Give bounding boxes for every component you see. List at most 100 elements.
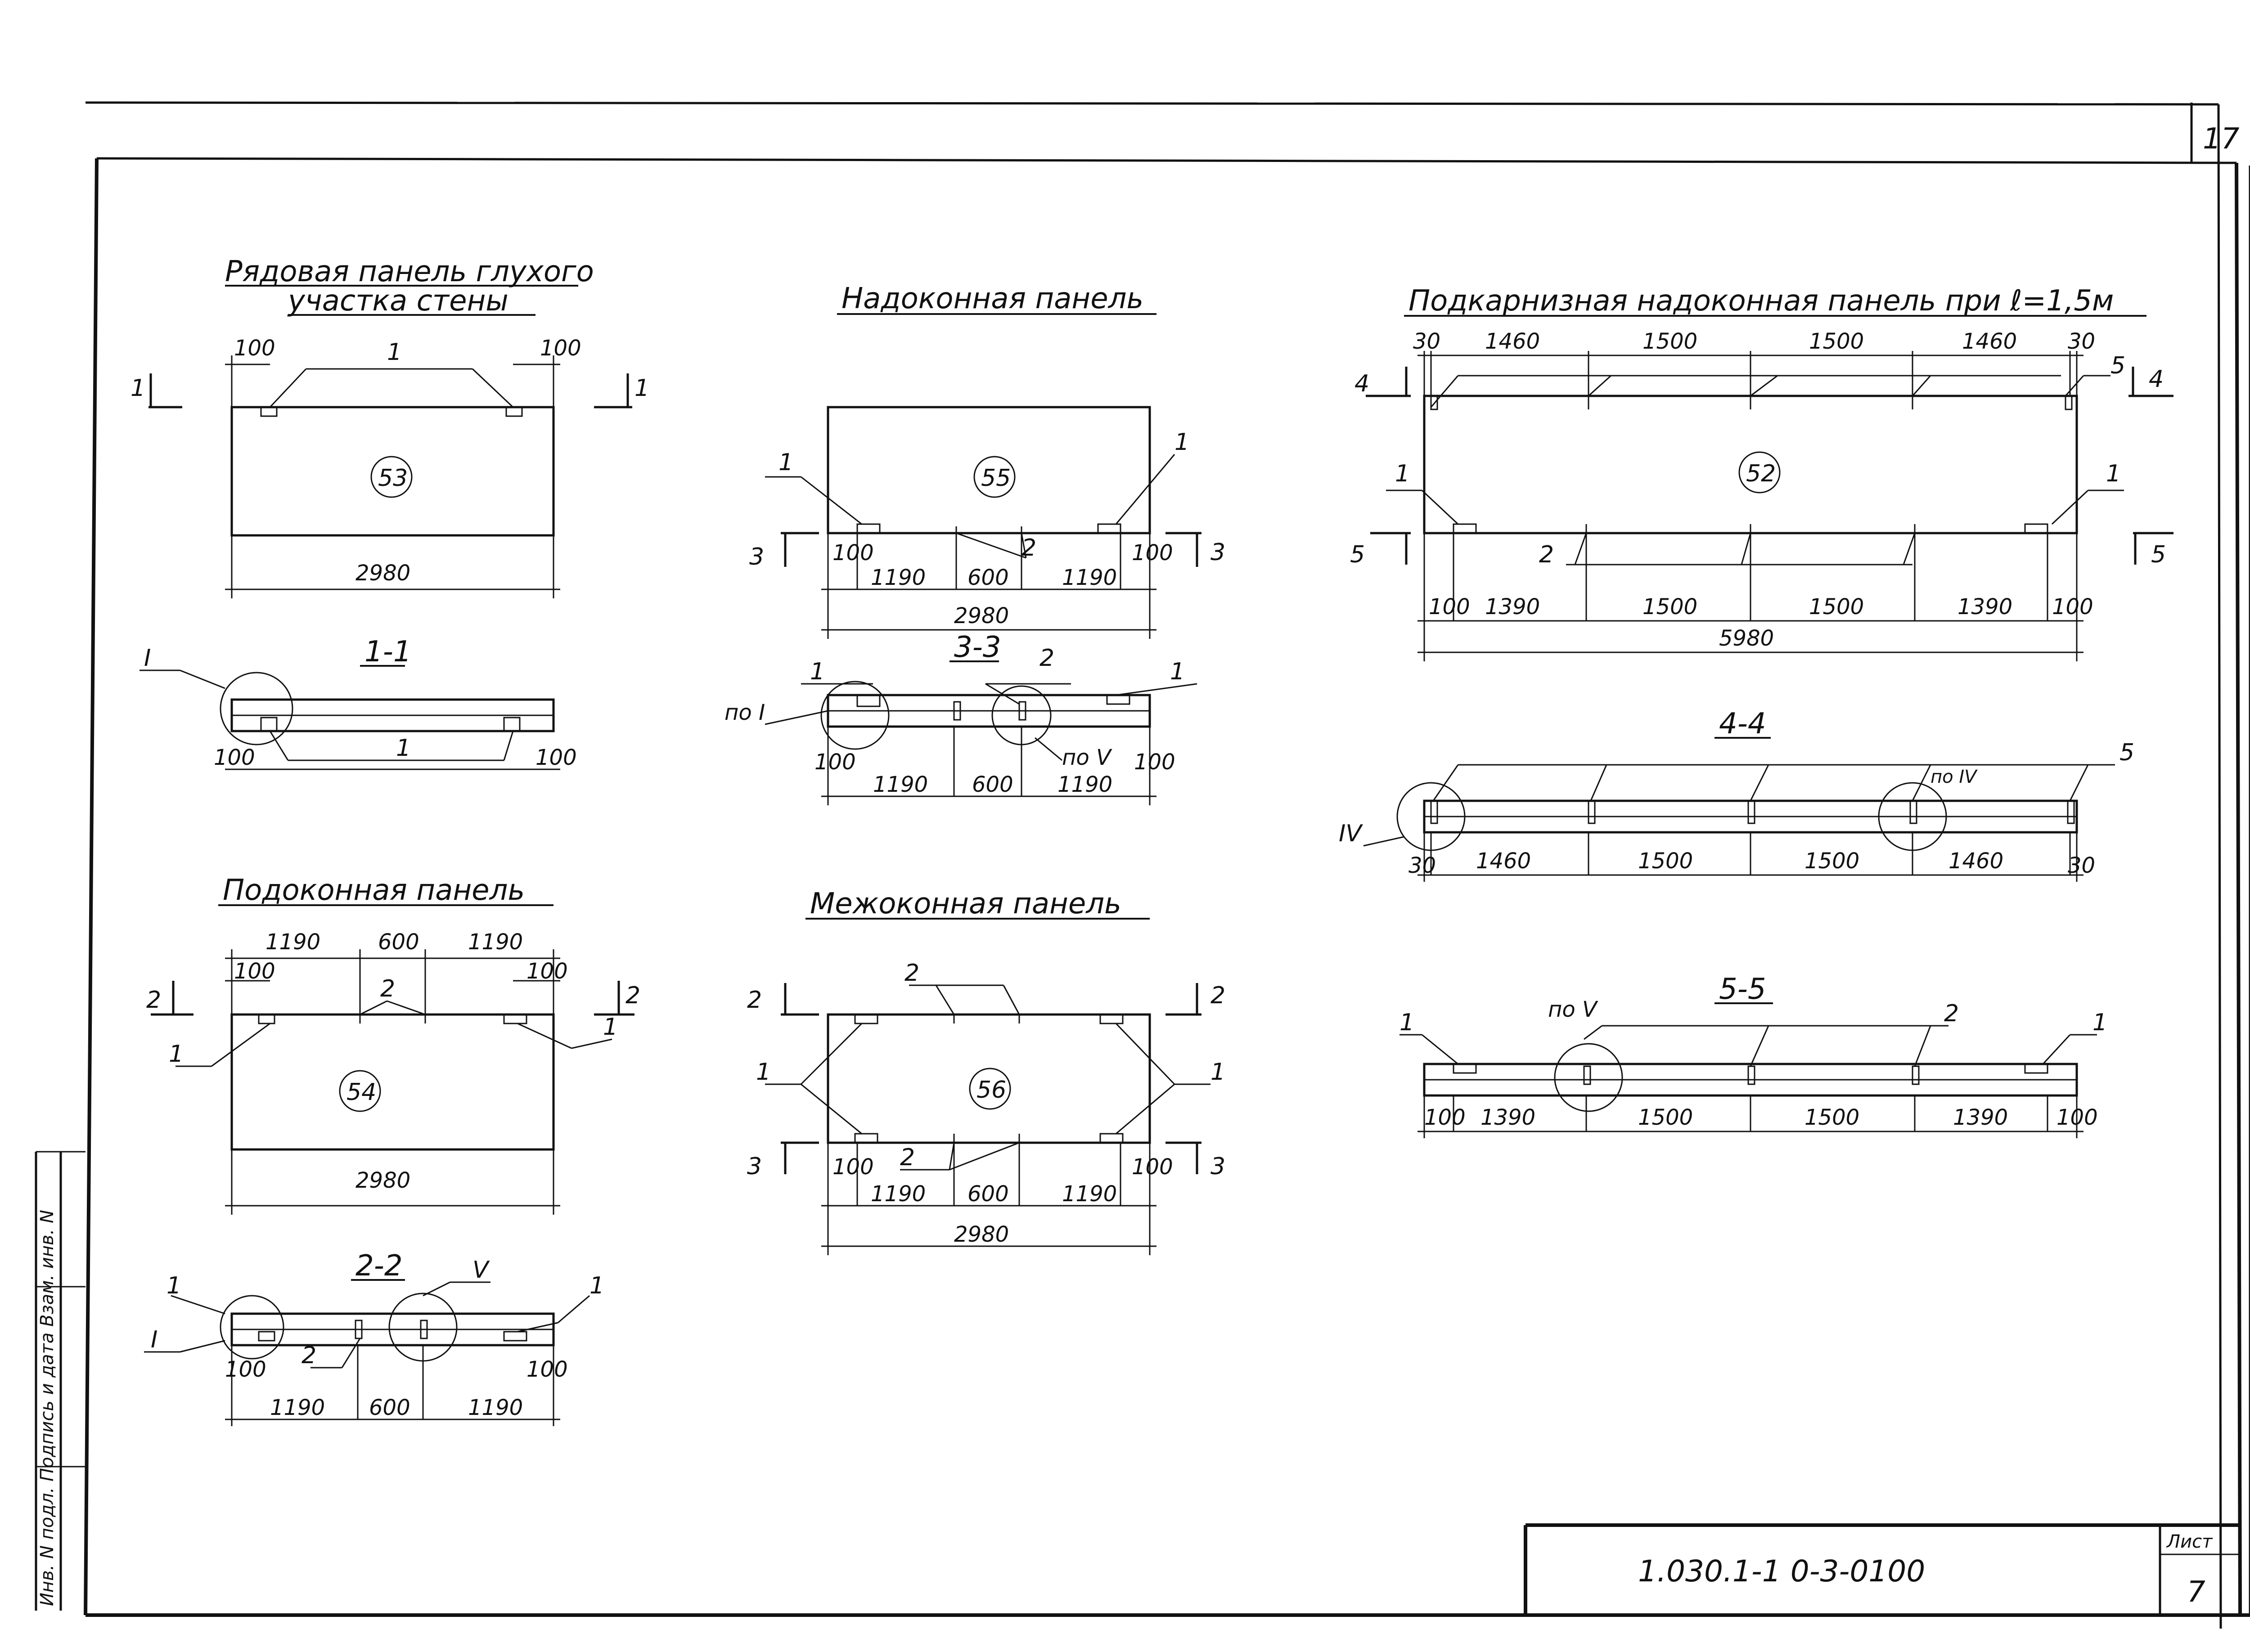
panel-52-elevation [1366, 351, 2174, 661]
panel-56-dim-1: 1190 [871, 1181, 926, 1207]
panel-54-elevation [151, 949, 634, 1215]
panel-54-section-left: 2 [146, 987, 161, 1014]
panel-53-title-2: участка стены [287, 284, 508, 318]
panel-54-section-right: 2 [626, 982, 640, 1009]
panel-56-callout-2-bottom: 2 [900, 1144, 915, 1171]
section-1-1-drawing [140, 669, 560, 770]
panel-54-top-dim-1: 600 [378, 929, 419, 955]
section-4-4-title: 4-4 [1719, 707, 1766, 741]
panel-52-bottom-dim-4: 1390 [1958, 594, 2012, 620]
panel-55-mark: 55 [981, 465, 1011, 492]
section-5-5-callout-1-right: 1 [2092, 1009, 2107, 1036]
panel-52-callout-5: 5 [2110, 352, 2125, 379]
panel-53-section-right: 1 [634, 375, 649, 402]
document-code: 1.030.1-1 0-3-0100 [1638, 1554, 1925, 1589]
panel-54-top-dim-0: 1190 [266, 929, 320, 955]
section-2-2-dim-3: 1190 [468, 1395, 523, 1420]
panel-52-bottom-dim-1: 1390 [1485, 594, 1540, 620]
section-3-3-callout-1-left: 1 [810, 658, 825, 685]
panel-56-dim-0: 100 [832, 1154, 874, 1180]
panel-55-dim-0: 100 [832, 540, 874, 566]
panel-56-dim-2: 600 [968, 1181, 1009, 1207]
panel-56-dim-total: 2980 [954, 1222, 1009, 1247]
panel-52-top-dim-5: 30 [2068, 329, 2095, 354]
panel-52-top-dim-4: 1460 [1962, 329, 2017, 354]
panel-56-mark: 56 [976, 1077, 1006, 1104]
section-2-2-dim-2: 600 [369, 1395, 410, 1420]
panel-53-elevation [148, 355, 632, 598]
section-4-4-dim-3: 1500 [1804, 848, 1859, 874]
section-5-5-callout-1-left: 1 [1400, 1009, 1414, 1036]
panel-55-dim-2: 600 [968, 565, 1009, 590]
section-5-5-drawing [1400, 1025, 2097, 1138]
section-3-3-ref-I: по I [724, 700, 765, 725]
section-4-4-dim-5: 30 [2068, 853, 2095, 878]
panel-55-callout-1-left: 1 [778, 449, 793, 476]
panel-54-callout-2: 2 [380, 975, 395, 1002]
side-stamp [35, 1151, 86, 1611]
sheet-number: 7 [2187, 1576, 2205, 1609]
panel-56-dim-3: 1190 [1062, 1181, 1117, 1207]
panel-52-dim-total: 5980 [1719, 626, 1774, 651]
panel-53-title-1: Рядовая панель глухого [225, 255, 594, 288]
section-1-1-dim-right: 100 [536, 745, 577, 770]
panel-56-section-2-left: 2 [747, 987, 762, 1014]
section-5-5-title: 5-5 [1719, 973, 1766, 1006]
panel-53-mark: 53 [378, 465, 408, 492]
panel-54-dim-right: 100 [526, 959, 568, 984]
panel-54-top-dim-2: 1190 [468, 929, 523, 955]
section-5-5-dim-0: 100 [1424, 1105, 1466, 1130]
panel-54-mark: 54 [346, 1079, 376, 1106]
section-5-5-callout-2: 2 [1944, 1000, 1959, 1027]
section-5-5-dim-3: 1500 [1804, 1105, 1859, 1130]
section-5-5-dim-1: 1390 [1480, 1105, 1535, 1130]
section-5-5-ref: по V [1548, 997, 1598, 1022]
panel-52-top-dim-0: 30 [1413, 329, 1440, 354]
panel-53-section-left: 1 [130, 375, 145, 402]
panel-56-callout-1-right: 1 [1210, 1059, 1225, 1086]
panel-52-callout-1-left: 1 [1395, 460, 1410, 487]
panel-55-title: Надоконная панель [842, 282, 1143, 315]
panel-52-bottom-dim-2: 1500 [1642, 594, 1697, 620]
panel-52-callout-1-right: 1 [2106, 460, 2121, 487]
page-number: 17 [2203, 122, 2240, 156]
title-block [1524, 1523, 2240, 1615]
section-2-2-node-I: I [151, 1326, 158, 1353]
section-3-3-callout-2: 2 [1040, 645, 1054, 672]
section-3-3-dim-2: 600 [972, 772, 1013, 797]
section-3-3-title: 3-3 [954, 631, 1001, 664]
panel-55-section-right: 3 [1210, 539, 1225, 566]
panel-52-bottom-dim-0: 100 [1429, 594, 1470, 620]
sheet-label: Лист [2166, 1531, 2213, 1552]
section-4-4-dim-2: 1500 [1638, 848, 1693, 874]
section-1-1-node: I [144, 645, 151, 672]
section-4-4-dim-0: 30 [1408, 853, 1436, 878]
side-stamp-text: Инв. N подл. Подпись и дата Взам. инв. N [37, 1210, 58, 1606]
panel-53-dim-left: 100 [234, 336, 275, 361]
section-2-2-title: 2-2 [356, 1249, 403, 1283]
panel-52-callout-2: 2 [1539, 541, 1554, 568]
section-4-4-dim-1: 1460 [1476, 848, 1531, 874]
section-4-4-dim-4: 1460 [1948, 848, 2003, 874]
panel-55-dim-3: 1190 [1062, 565, 1117, 590]
section-2-2-dim-0: 100 [225, 1357, 266, 1382]
panel-53-dim-total: 2980 [356, 561, 410, 586]
section-2-2-callout-1-right: 1 [590, 1272, 604, 1299]
panel-52-mark: 52 [1746, 460, 1776, 487]
panel-55-dim-total: 2980 [954, 603, 1009, 628]
panel-55-section-left: 3 [749, 543, 764, 570]
panel-55-dim-1: 1190 [871, 565, 926, 590]
section-3-3-dim-0: 100 [814, 750, 856, 775]
panel-56-title: Межоконная панель [810, 887, 1121, 920]
panel-56-section-3-left: 3 [747, 1153, 762, 1180]
panel-52-bottom-dim-5: 100 [2052, 594, 2093, 620]
section-3-3-dim-4: 100 [1134, 750, 1175, 775]
panel-56-elevation [765, 983, 1210, 1255]
section-2-2-callout-2: 2 [302, 1342, 316, 1369]
panel-55-callout-2: 2 [1022, 534, 1036, 561]
section-2-2-dim-4: 100 [526, 1357, 568, 1382]
section-1-1-callout: 1 [396, 735, 411, 762]
panel-52-section-5-right: 5 [2151, 541, 2166, 568]
section-3-3-dim-1: 1190 [873, 772, 928, 797]
